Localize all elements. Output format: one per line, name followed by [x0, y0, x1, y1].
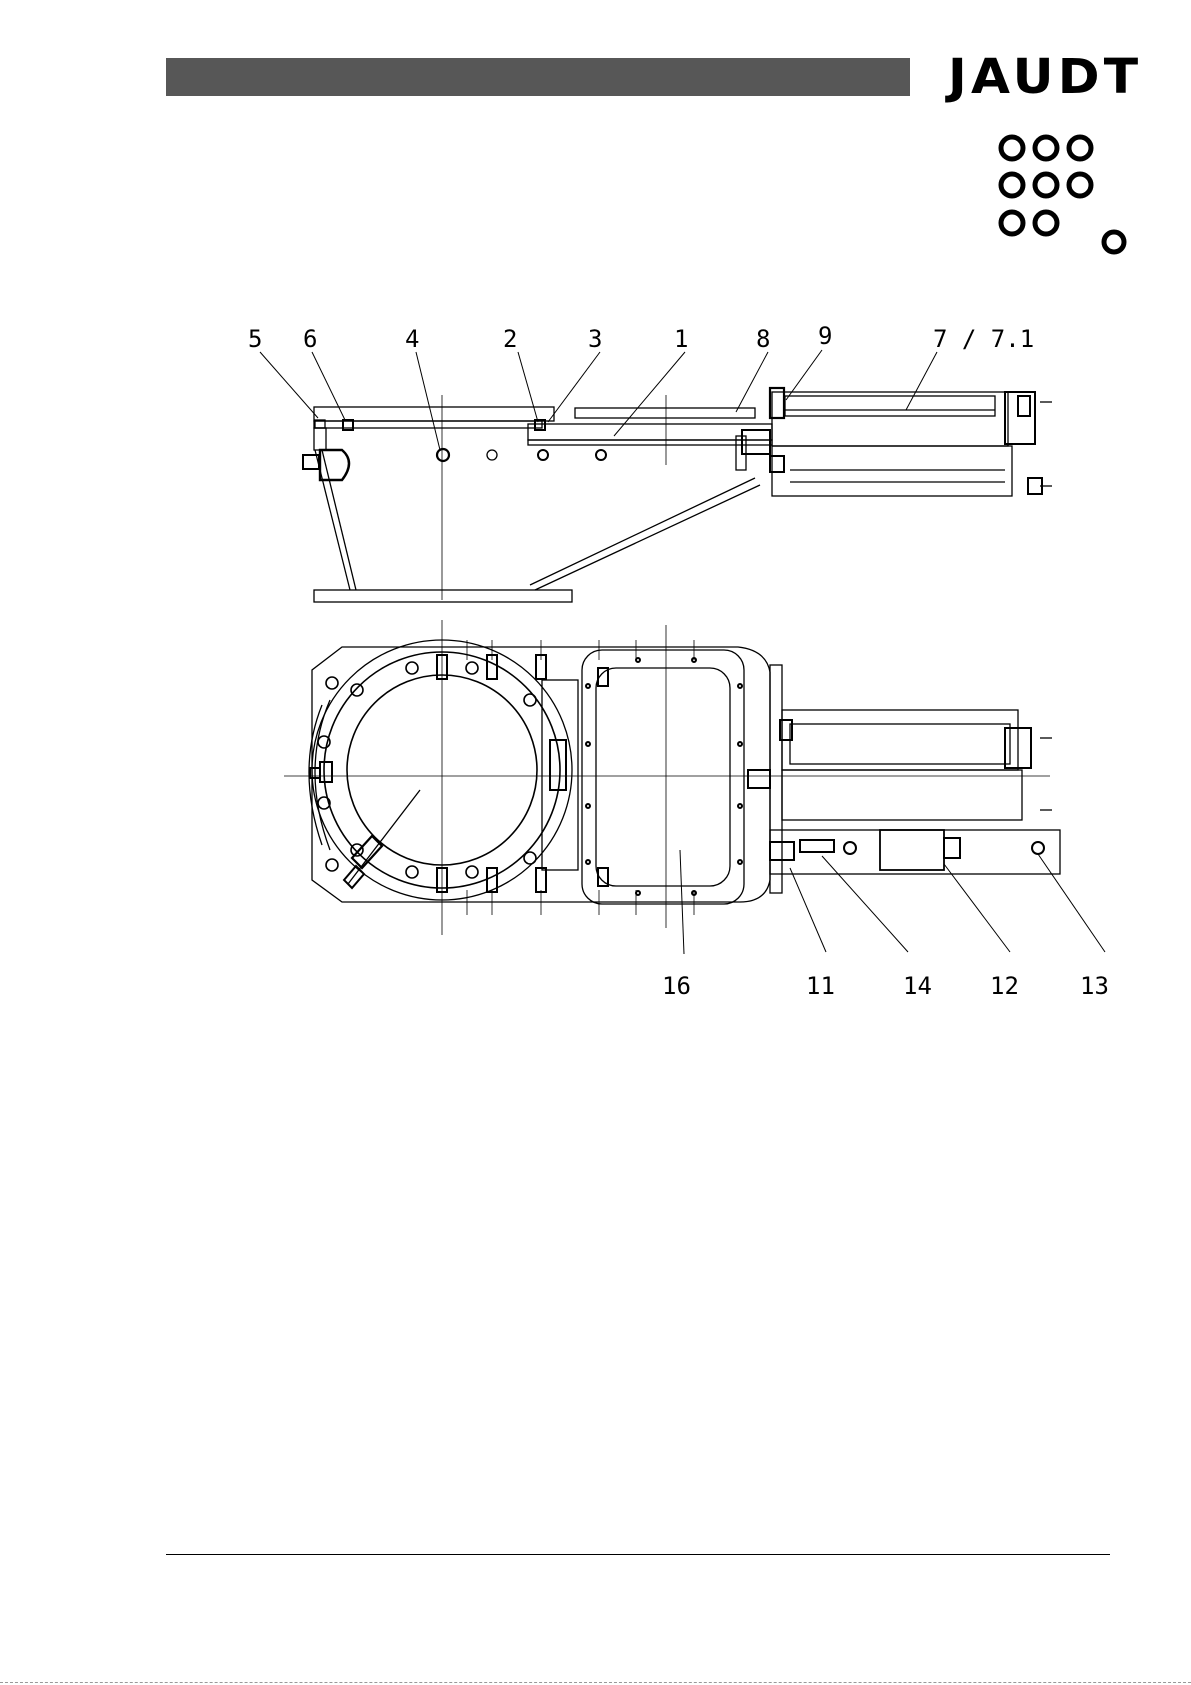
callout-7-7-1: 7 / 7.1	[933, 325, 1034, 353]
callout-11: 11	[806, 972, 835, 1000]
callout-1: 1	[674, 325, 688, 353]
callout-14: 14	[903, 972, 932, 1000]
callout-13: 13	[1080, 972, 1109, 1000]
callout-12: 12	[990, 972, 1019, 1000]
callout-3: 3	[588, 325, 602, 353]
callout-4: 4	[405, 325, 419, 353]
callout-5: 5	[248, 325, 262, 353]
callout-8: 8	[756, 325, 770, 353]
callout-6: 6	[303, 325, 317, 353]
callout-9: 9	[818, 322, 832, 350]
page-edge	[0, 1682, 1191, 1683]
callout-2: 2	[503, 325, 517, 353]
footer-rule	[166, 1554, 1110, 1555]
callout-16: 16	[662, 972, 691, 1000]
side-view	[303, 388, 1052, 602]
plan-view	[284, 620, 1060, 935]
